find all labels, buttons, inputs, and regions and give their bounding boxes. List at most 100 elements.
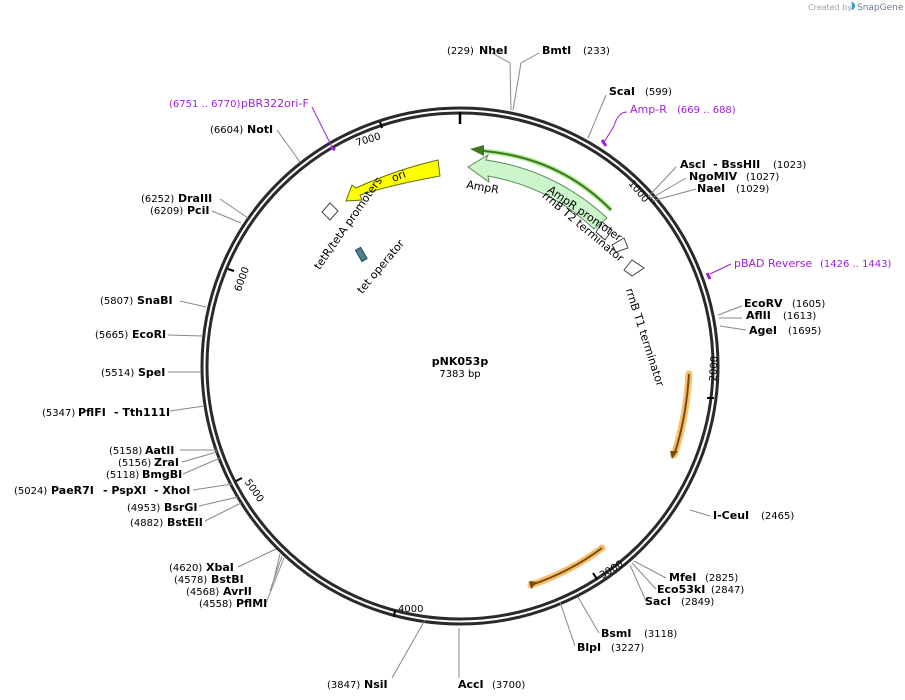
credit-brand: SnapGene [857,3,904,13]
site-pflmi-pos: (4558) [199,599,232,610]
site-avrii-name: AvrII [223,585,252,598]
plasmid-length: 7383 bp [439,369,480,380]
site-scai[interactable]: ScaI (599) [609,85,672,98]
site-bsrgi[interactable]: (4953) BsrGI [127,501,197,514]
site-snabi-pos: (5807) [100,296,133,307]
site-pflfi-name: PflFI [78,406,106,419]
site-aflii[interactable]: AflII (1613) [746,309,816,322]
site-avrii-pos: (4568) [186,587,219,598]
site-agei-pos: (1695) [788,326,821,337]
site-aflii-name: AflII [746,309,771,322]
site-acci[interactable]: AccI (3700) [458,678,525,691]
feature-tet-operator[interactable]: tet operator [354,237,407,296]
snapgene-credit[interactable]: Created by SnapGene [808,2,904,13]
site-asci-name: AscI [680,158,706,171]
site-i-ceui[interactable]: I-CeuI (2465) [713,509,794,522]
site-aatii[interactable]: (5158) AatII [109,444,174,457]
site-xhoi-name: - XhoI [154,484,190,497]
site-eco53ki[interactable]: Eco53kI (2847) [657,583,744,596]
primer-pbr322ori-f-name: pBR322ori-F [241,97,309,110]
snapgene-logo-icon [851,2,855,10]
restriction-sites: (229) NheI BmtI (233) ScaI (599) AscI - … [14,44,825,691]
feature-orf-bottom[interactable] [527,544,606,589]
site-mfei[interactable]: MfeI (2825) [669,571,738,584]
site-naei-name: NaeI [697,182,725,195]
plasmid-backbone [200,106,720,626]
site-agei[interactable]: AgeI (1695) [749,324,821,337]
site-zrai-pos: (5156) [118,458,151,469]
site-pcii-name: PciI [187,204,209,217]
primer-pbad-reverse[interactable]: pBAD Reverse (1426 .. 1443) [705,257,892,280]
site-naei[interactable]: NaeI (1029) [697,182,769,195]
site-pcii[interactable]: (6209) PciI [150,204,209,217]
feature-tetr-promoters[interactable]: tetR/tetA promoters [311,174,385,272]
site-draiii[interactable]: (6252) DraIII [141,192,212,205]
site-naei-pos: (1029) [736,184,769,195]
site-ecori-name: EcoRI [132,328,166,341]
site-ecori[interactable]: (5665) EcoRI [95,328,166,341]
site-snabi[interactable]: (5807) SnaBI [100,294,173,307]
primer-pbr322ori-f[interactable]: (6751 .. 6770) pBR322ori-F [169,97,336,152]
site-nhei-pos: (229) [447,46,474,57]
primer-pbad-reverse-range: (1426 .. 1443) [820,259,892,270]
tick-6000: 6000 [233,265,252,293]
feature-rrnb-t1-label: rrnB T1 terminator [623,287,667,389]
site-nsii[interactable]: (3847) NsiI [327,678,388,691]
site-paer7i-pspxi-xhoi[interactable]: (5024) PaeR7I - PspXI - XhoI [14,484,190,497]
site-ecorv[interactable]: EcoRV (1605) [744,297,825,310]
site-bstbi[interactable]: (4578) BstBI [174,573,244,586]
tick-3000: 3000 [598,559,625,582]
site-aflii-pos: (1613) [783,311,816,322]
site-zrai[interactable]: (5156) ZraI [118,456,179,469]
site-acci-pos: (3700) [492,680,525,691]
site-bmgbi[interactable]: (5118) BmgBI [106,468,182,481]
primer-amp-r-name: Amp-R [630,103,667,116]
site-bmgbi-name: BmgBI [142,468,182,481]
site-bsmi[interactable]: BsmI (3118) [601,627,677,640]
feature-ori-label: ori [390,168,408,185]
tick-1000: 1000 [626,178,651,205]
site-bstbi-pos: (4578) [174,575,207,586]
site-blpi-pos: (3227) [611,643,644,654]
site-noti-pos: (6604) [210,125,243,136]
feature-tetr-promoters-label: tetR/tetA promoters [311,174,385,272]
feature-orf-right[interactable] [670,370,693,459]
primer-amp-r[interactable]: Amp-R (669 .. 688) [600,103,736,147]
site-mfei-pos: (2825) [705,573,738,584]
site-spei-pos: (5514) [101,368,134,379]
feature-rrnb-t1[interactable]: rrnB T1 terminator [623,259,667,389]
site-draiii-pos: (6252) [141,194,174,205]
site-i-ceui-pos: (2465) [761,511,794,522]
site-avrii[interactable]: (4568) AvrII [186,585,252,598]
site-pspxi-name: - PspXI [103,484,146,497]
site-asci-bsshii[interactable]: AscI - BssHII (1023) [680,158,806,171]
site-i-ceui-name: I-CeuI [713,509,749,522]
site-pflfi-tth111i[interactable]: (5347) PflFI - Tth111I [42,406,170,419]
primers: (6751 .. 6770) pBR322ori-F Amp-R (669 ..… [169,97,892,280]
plasmid-name: pNK053p [432,355,489,368]
site-bsteii[interactable]: (4882) BstEII [130,516,203,529]
site-nsii-pos: (3847) [327,680,360,691]
site-saci[interactable]: SacI (2849) [645,595,714,608]
primer-pbr322ori-f-range: (6751 .. 6770) [169,99,241,110]
site-pflmi[interactable]: (4558) PflMI [199,597,267,610]
site-nhei[interactable]: (229) NheI [447,44,508,57]
site-spei-name: SpeI [138,366,165,379]
site-blpi[interactable]: BlpI (3227) [577,641,644,654]
feature-ampr[interactable]: AmpR [465,153,608,230]
site-noti[interactable]: (6604) NotI [210,123,273,136]
site-draiii-name: DraIII [178,192,212,205]
site-paer7i-pos: (5024) [14,486,47,497]
feature-ampr-orf[interactable] [470,145,613,212]
site-bmti[interactable]: BmtI (233) [542,44,610,57]
site-xbai[interactable]: (4620) XbaI [169,561,234,574]
site-zrai-name: ZraI [154,456,179,469]
site-spei[interactable]: (5514) SpeI [101,366,165,379]
site-blpi-name: BlpI [577,641,601,654]
feature-ori[interactable]: ori [345,159,441,202]
site-ngomiv[interactable]: NgoMIV (1027) [689,170,779,183]
site-pflfi-pos: (5347) [42,408,75,419]
site-noti-name: NotI [247,123,273,136]
